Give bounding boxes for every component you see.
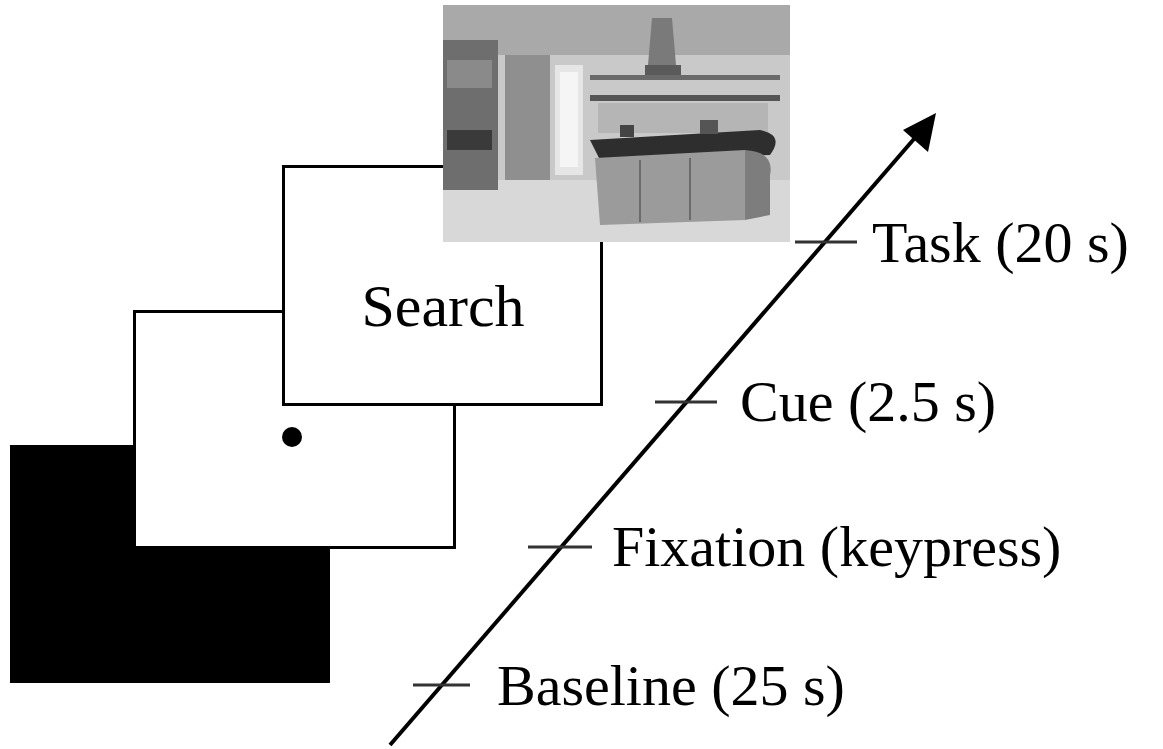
timeline-tick (795, 241, 857, 244)
timeline-tick (655, 401, 717, 404)
phase-label: Cue (2.5 s) (740, 370, 996, 434)
timeline-tick (413, 684, 470, 687)
screen-box: Search (283, 206, 603, 406)
timeline-axis (390, 132, 920, 745)
kitchen-photo (443, 5, 790, 242)
fixation-dot (282, 427, 302, 447)
timeline-arrowhead (903, 113, 936, 152)
timeline-tick (528, 546, 592, 549)
phase-label: Baseline (25 s) (497, 654, 845, 718)
screen-text: Search (361, 272, 524, 341)
phase-label: Task (20 s) (872, 211, 1129, 275)
phase-label: Fixation (keypress) (612, 515, 1061, 579)
